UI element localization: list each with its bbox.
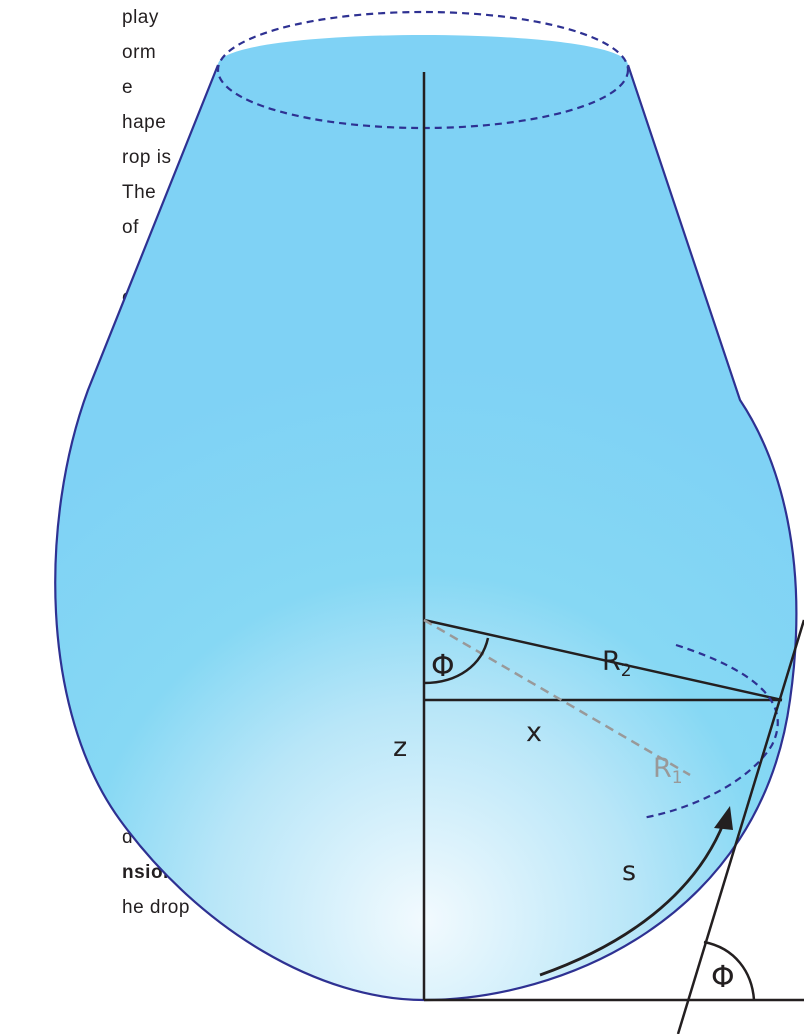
label-r2: R2 — [602, 646, 632, 681]
label-phi-center: Φ — [431, 649, 455, 684]
phi-angle-arc — [423, 637, 490, 685]
label-r1-main: R — [653, 753, 672, 784]
label-s: s — [622, 856, 636, 887]
label-phi-tangent: Φ — [711, 960, 735, 995]
label-x: x — [526, 717, 542, 748]
label-r2-sub: 2 — [621, 661, 632, 681]
body-text-line: hape — [122, 112, 167, 133]
r2-line — [423, 618, 783, 702]
label-z: z — [393, 732, 407, 763]
arc-length-path — [539, 821, 726, 977]
tangent-phi-arc — [703, 940, 756, 1001]
curvature-arc — [641, 643, 779, 820]
label-r1-sub: 1 — [672, 768, 683, 788]
body-text-line: orm — [122, 42, 157, 63]
label-r1: R1 — [653, 753, 683, 788]
drop-body — [55, 35, 797, 1000]
arc-length-arrowhead — [714, 806, 733, 830]
body-text-line: he drop — [122, 897, 190, 918]
body-text-line: of — [122, 217, 139, 238]
r1-line — [423, 618, 691, 777]
body-text-line: play — [122, 7, 159, 28]
body-text-line: e — [122, 77, 134, 98]
body-text-line: rop is — [122, 147, 172, 168]
tangent-line — [676, 619, 804, 1034]
body-text-line: The — [122, 182, 157, 203]
label-r2-main: R — [602, 646, 621, 677]
